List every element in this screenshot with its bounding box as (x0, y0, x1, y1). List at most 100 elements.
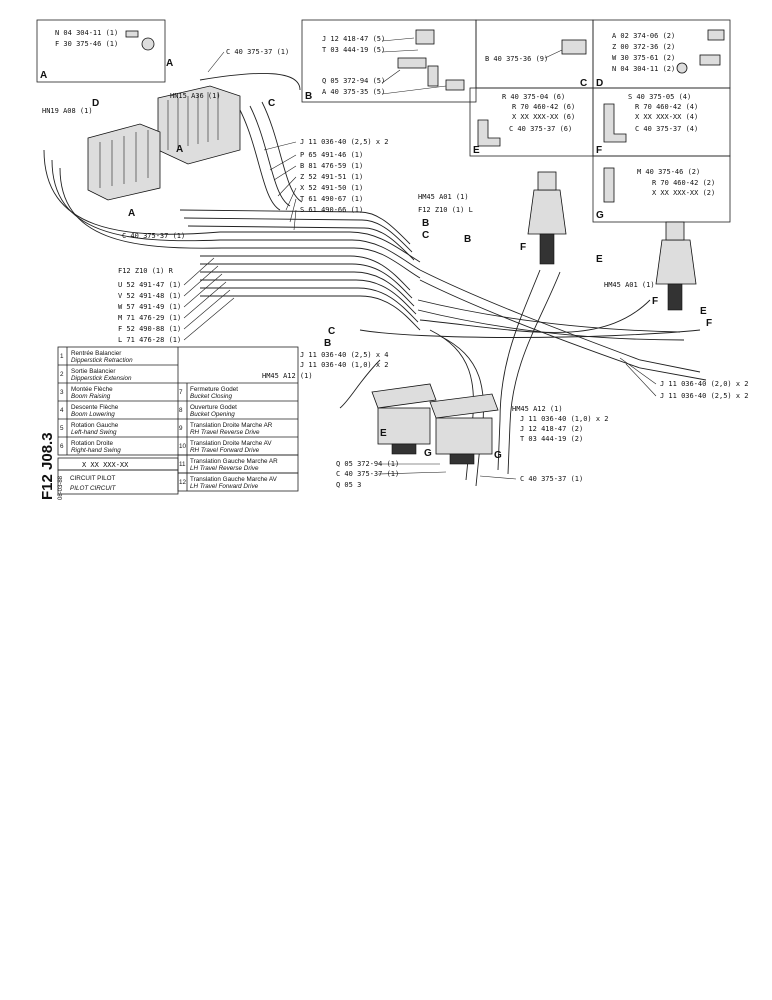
legend-label-fr: Fermeture Godet (190, 386, 238, 393)
j-right-label-2: J 11 036-40 (2,5) x 2 (660, 392, 749, 400)
legend-label-fr: Rotation Gauche (71, 422, 119, 429)
side-date: 08-03-88 (58, 475, 64, 500)
box-g-item-3: X XX XXX-XX (2) (652, 189, 715, 197)
j-bot-label-2: J 11 036-40 (1,0) x 2 (300, 361, 389, 369)
mark-a-mid: A (176, 144, 183, 155)
swivel-icon (699, 54, 721, 66)
hm45-a01-label-2: HM45 A01 (1) (604, 281, 655, 289)
hose-label-b: B 81 476-59 (1) (300, 162, 363, 170)
legend-label-en: RH Travel Reverse Drive (190, 429, 260, 436)
straight-fitting-icon (561, 39, 587, 55)
mark-c-1: C (422, 230, 429, 241)
mark-e-3: E (380, 428, 387, 439)
box-b-item-4: A 40 375-35 (5) (322, 88, 385, 96)
hose-label-p: P 65 491-46 (1) (300, 151, 363, 159)
pedal-unit-right (429, 393, 499, 465)
box-c-item-1: B 40 375-36 (9) (485, 55, 548, 63)
box-d-item-3: W 30 375-61 (2) (612, 54, 675, 62)
f12-l-label: F12 Z10 (1) L (418, 206, 473, 214)
joystick-right-lower (655, 221, 697, 311)
mark-d-left: D (92, 98, 99, 109)
mark-e-1: E (596, 254, 603, 265)
title-en: PILOT CIRCUIT (70, 485, 117, 492)
mark-b-2: B (464, 234, 471, 245)
legend-label-en: RH Travel Forward Drive (190, 447, 260, 454)
box-g-item-1: M 40 375-46 (2) (637, 168, 700, 176)
mark-g-1: G (424, 448, 432, 459)
j-right-label-1: J 11 036-40 (2,0) x 2 (660, 380, 749, 388)
legend-label-en: Boom Raising (71, 393, 111, 400)
title-fr: CIRCUIT PILOT (70, 475, 116, 482)
left-hose-u: U 52 491-47 (1) (118, 281, 181, 289)
side-date-text: 08-03-88 (58, 475, 64, 500)
box-b-item-1: J 12 418-47 (5) (322, 35, 385, 43)
tee-fitting-icon (397, 57, 427, 69)
mark-c-top: C (268, 98, 275, 109)
mark-b-3: B (324, 338, 331, 349)
title-ref: X XX XXX-XX (82, 461, 129, 469)
box-a-item-1: N 04 304-11 (1) (55, 29, 118, 37)
straight-adapter-icon (603, 167, 615, 203)
c-bot-label: C 40 375-37 (1) (336, 470, 399, 478)
hose-label-s: S 61 490-66 (1) (300, 206, 363, 214)
mark-b-1: B (422, 218, 429, 229)
j-mid-label-2: J 12 418-47 (2) (520, 425, 583, 433)
legend-number: 7 (179, 389, 183, 396)
inset-box-g: M 40 375-46 (2) R 70 460-42 (2) X XX XXX… (592, 155, 731, 223)
title-block: X XX XXX-XX CIRCUIT PILOT PILOT CIRCUIT (57, 457, 179, 495)
legend-number: 2 (60, 371, 64, 378)
box-d-item-2: Z 00 372-36 (2) (612, 43, 675, 51)
box-e-item-1: R 40 375-04 (6) (502, 93, 565, 101)
box-c-letter: C (580, 78, 587, 89)
mark-f-3: F (706, 318, 712, 329)
box-d-letter: D (596, 78, 603, 89)
hm45-a01-label-1: HM45 A01 (1) (418, 193, 469, 201)
box-e-item-3: X XX XXX-XX (6) (512, 113, 575, 121)
c-right-label: C 40 375-37 (1) (520, 475, 583, 483)
f12-r-label: F12 Z10 (1) R (118, 267, 174, 275)
legend-label-en: Right-hand Swing (71, 447, 121, 454)
adapter-icon (445, 79, 465, 91)
legend-label-fr: Montée Flèche (71, 386, 113, 393)
legend-label-fr: Translation Droite Marche AV (190, 440, 272, 447)
legend-label-en: LH Travel Forward Drive (190, 483, 259, 490)
legend-label-fr: Translation Droite Marche AR (190, 422, 273, 429)
mark-f-2: F (652, 296, 658, 307)
mark-a-top: A (166, 58, 173, 69)
inset-box-e: R 40 375-04 (6) R 70 460-42 (6) X XX XXX… (469, 87, 594, 157)
legend-label-en: Left-hand Swing (71, 429, 117, 436)
j-mid-label: J 11 036-40 (1,0) x 2 (520, 415, 609, 423)
left-hose-l: L 71 476-28 (1) (118, 336, 181, 344)
legend-number: 5 (60, 425, 64, 432)
elbow-adapter-icon (603, 103, 627, 143)
top-c-label: C 40 375-37 (1) (226, 48, 289, 56)
j-group-label: J 11 036-40 (2,5) x 2 (300, 138, 389, 146)
mark-g-2: G (494, 450, 502, 461)
legend-label-fr: Translation Gauche Marche AV (190, 476, 278, 483)
legend-number: 3 (60, 389, 64, 396)
box-f-letter: F (596, 145, 602, 156)
left-hose-v: V 52 491-48 (1) (118, 292, 181, 300)
mark-c-2: C (328, 326, 335, 337)
hose-label-t: T 61 490-67 (1) (300, 195, 363, 203)
hose-label-x: X 52 491-50 (1) (300, 184, 363, 192)
c-left-label: C 40 375-37 (1) (122, 232, 185, 240)
box-f-item-1: S 40 375-05 (4) (628, 93, 691, 101)
cap-icon (707, 29, 725, 41)
hm45-a12-label-1: HM45 A12 (1) (262, 372, 313, 380)
left-hose-m: M 71 476-29 (1) (118, 314, 181, 322)
legend-label-en: Bucket Closing (190, 393, 232, 400)
legend-label-fr: Ouverture Godet (190, 404, 237, 411)
inset-box-b: J 12 418-47 (5) T 03 444-19 (5) Q 05 372… (301, 19, 477, 103)
box-d-item-4: N 04 304-11 (2) (612, 65, 675, 73)
hose-labels-left: C 40 375-37 (1) F12 Z10 (1) R U 52 491-4… (118, 232, 235, 344)
hn19-label: HN19 A08 (1) (42, 107, 93, 115)
box-g-item-2: R 70 460-42 (2) (652, 179, 715, 187)
legend-label-en: Bucket Opening (190, 411, 235, 418)
box-a-item-2: F 30 375-46 (1) (55, 40, 118, 48)
left-hose-f: F 52 490-88 (1) (118, 325, 181, 333)
inset-box-c: B 40 375-36 (9) C (475, 19, 594, 89)
legend-label-fr: Sortie Balancier (71, 368, 115, 375)
